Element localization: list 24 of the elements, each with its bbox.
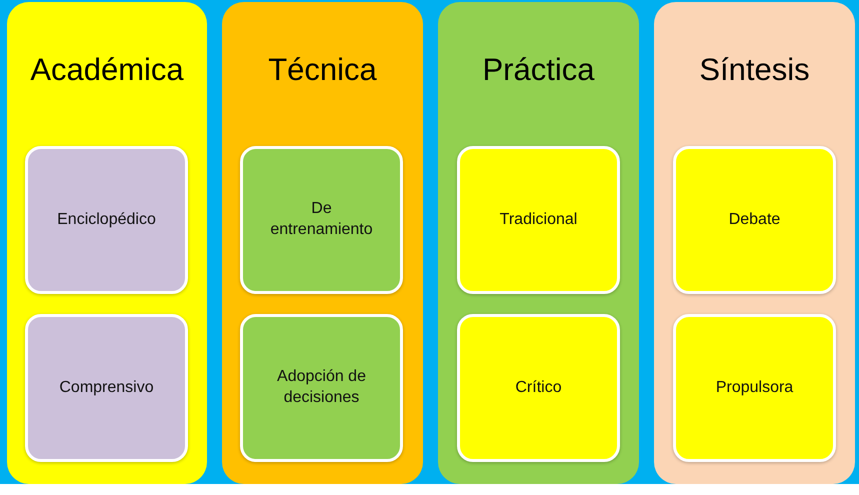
column-heading: Académica — [29, 52, 185, 88]
subcategory-label: Crítico — [515, 378, 562, 398]
category-column — [654, 2, 855, 484]
category-column — [222, 2, 423, 484]
category-column — [7, 2, 207, 484]
subcategory-label: Debate — [728, 210, 780, 230]
column-heading: Síntesis — [698, 52, 811, 88]
subcategory-card — [25, 314, 188, 462]
subcategory-card — [673, 146, 836, 294]
subcategory-card — [240, 146, 403, 294]
subcategory-card — [457, 146, 620, 294]
subcategory-card — [25, 146, 188, 294]
subcategory-card — [673, 314, 836, 462]
column-heading: Técnica — [267, 52, 378, 88]
column-heading: Práctica — [482, 52, 596, 88]
category-column — [438, 2, 639, 484]
subcategory-label: De entrenamiento — [269, 199, 374, 240]
subcategory-label: Comprensivo — [59, 378, 154, 398]
subcategory-label: Propulsora — [716, 378, 794, 398]
subcategory-label: Tradicional — [500, 210, 578, 230]
subcategory-label: Adopción de decisiones — [276, 367, 367, 408]
subcategory-label: Enciclopédico — [57, 210, 156, 230]
subcategory-card — [457, 314, 620, 462]
subcategory-card — [240, 314, 403, 462]
